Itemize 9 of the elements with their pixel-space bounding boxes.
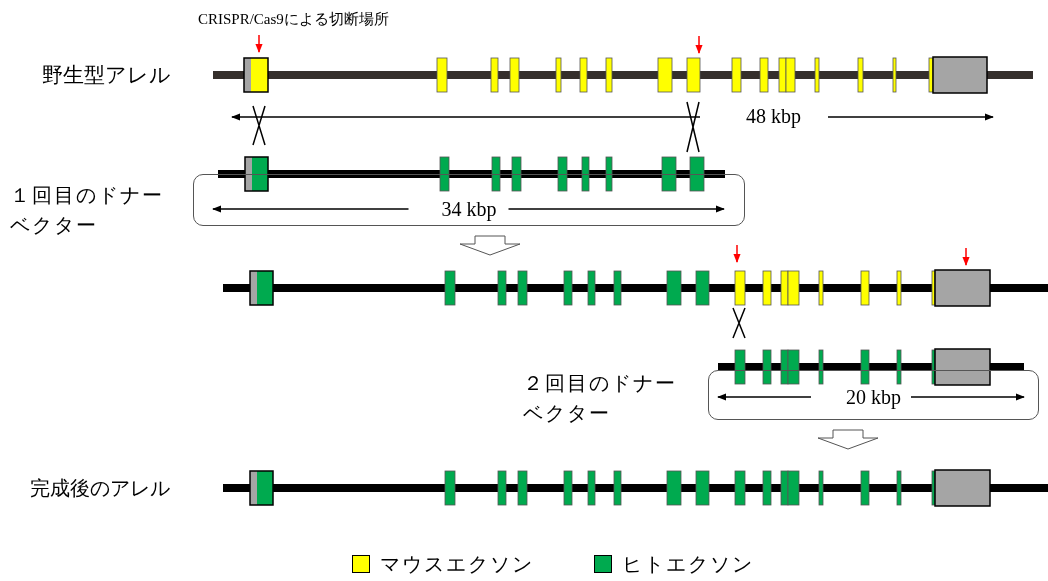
legend-label: マウスエクソン <box>380 554 534 574</box>
legend-label: ヒトエクソン <box>622 554 754 574</box>
allele-label: 完成後のアレル <box>30 476 170 501</box>
vector-label: ２回目のドナーベクター <box>523 371 678 426</box>
annotation-label: CRISPR/Cas9による切断場所 <box>198 10 389 29</box>
allele-label: 野生型アレル <box>42 62 171 89</box>
donor-vector-frame <box>193 174 745 226</box>
donor-vector-frame <box>708 370 1039 420</box>
vector-label: １回目のドナーベクター <box>10 183 165 238</box>
